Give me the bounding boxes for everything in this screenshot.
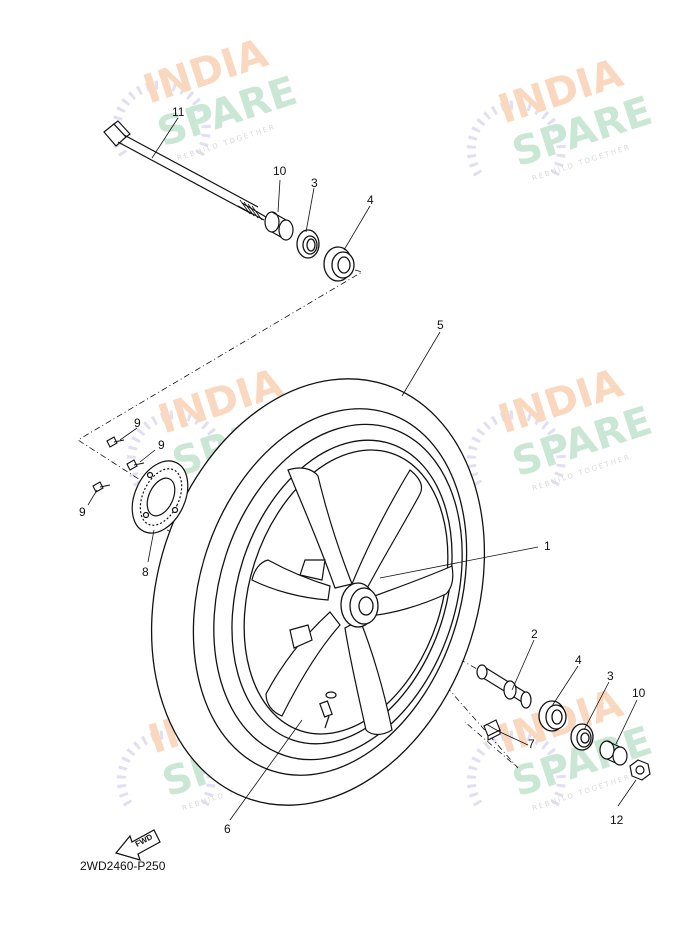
callout-9-bottom: 9 [79,505,86,519]
spacer-right [599,740,628,766]
diagram-code: 2WD2460-P250 [80,859,166,873]
axle-shaft [103,120,267,221]
callout-6: 6 [224,822,231,836]
callout-12: 12 [610,813,624,827]
watermark-logo: INDIA SPARE REBUILD TOGETHER [466,50,658,182]
spacer-top [264,211,294,241]
callout-9-middle: 9 [158,438,165,452]
balance-weight [483,719,501,741]
callout-10: 10 [273,164,287,178]
callout-2: 2 [531,627,538,641]
oil-seal-right [570,723,594,751]
bolt [126,459,145,471]
tire-valve [319,691,337,729]
bolt [106,436,125,448]
bearing-top [323,246,355,282]
callout-7: 7 [528,737,535,751]
callout-1: 1 [544,539,551,553]
collar [476,664,532,709]
sensor-rotor [131,460,189,534]
axle-nut [629,759,651,781]
callout-9-top: 9 [134,416,141,430]
oil-seal-top [296,229,320,259]
callout-11: 11 [172,105,185,119]
callout-8: 8 [142,565,149,579]
watermark-logo: INDIA SPARE REBUILD TOGETHER [111,30,303,162]
wheel-spokes [251,467,454,736]
callout-3-right: 3 [607,669,614,683]
callout-4: 4 [367,193,374,207]
callout-5: 5 [437,318,444,332]
watermark-logo: INDIA SPARE REBUILD TOGETHER [466,360,658,492]
bolt [92,481,111,493]
callout-3: 3 [311,176,318,190]
callout-labels: 11 10 3 4 5 9 9 9 8 1 2 4 3 10 7 12 6 [79,105,646,836]
callout-4-right: 4 [575,653,582,667]
wheel-hub [340,582,379,628]
leader-lines [87,117,638,821]
forward-arrow-icon: FWD [114,829,161,861]
bearing-right [538,700,567,732]
callout-10-right: 10 [632,686,646,700]
